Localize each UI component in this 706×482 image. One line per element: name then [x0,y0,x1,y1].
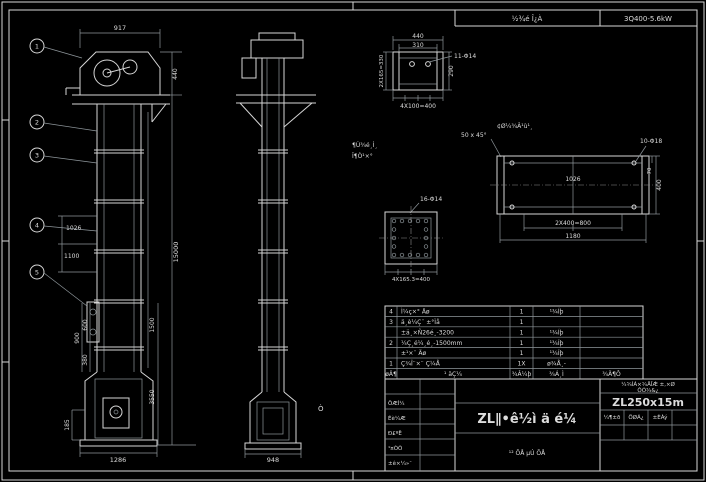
side-shaft-flanges [258,149,288,351]
title-cell: ±ÈÀý [653,413,668,421]
sign-row-label: Ð£ºË [388,430,402,437]
spec-line-2: ÔÓ¾&¿ [637,387,658,394]
balloon-1: 1 [35,43,39,51]
bom-cell-name: Ç¾Î¨×¨ Ç¼Å [401,361,441,368]
bom-row: 1 Ç¾Î¨×¨ Ç¼Å 1X ø¾Å¸- [389,361,566,368]
dim-beam-pitch: 2X400=800 [555,220,591,227]
bom-row: ±ä¸×Ñ26é¸-3200 1 ¹¾Íþ [401,329,564,336]
spec-line-1: ¼¾ÍÁ×¾ÅÎǼ ±,×Ø [621,380,675,388]
channel-detail: 440 310 11-Φ14 2X165=330 290 4X100=400 [379,33,476,110]
hole-callout-16-14: 16-Φ14 [420,196,442,203]
bom-cell-no: 3 [389,319,393,326]
dim-total-height: 15000 [172,242,180,263]
side-view: 948 Ò [236,32,324,464]
bom-cell-name: ¼Ç¸é¼¸é¸-1500mm [401,340,462,347]
dim-900: 900 [74,332,81,344]
dim-channel-440: 440 [412,33,424,40]
bom-row: ±¹×¨ Äø 1 ¹¾Íþ [401,350,564,357]
dim-channel-310: 310 [412,42,424,49]
bom-cell-qty: 1 [520,329,524,336]
sign-row-label: Éè¼Æ [388,414,406,422]
bom-cell-no: 1 [389,361,393,368]
drawing-title: ZL∥•ê½ì ä é¼ [477,412,576,427]
bom-cell-name: ±¹×¨ Äø [401,350,426,357]
dim-1500: 1500 [149,317,156,332]
bom-cell-qty: 1X [518,361,526,368]
note-line-1: ¶Ù¾é¸Ì¸ [352,142,378,149]
balloon-3: 3 [35,152,39,160]
dim-side-base-width: 948 [267,456,279,464]
bom-cell-name: ±ä¸×Ñ26é¸-3200 [401,329,454,336]
sign-row-label: ÖÆÍ¼ [388,400,405,407]
balloon-2: 2 [35,119,39,127]
bom-cell-name: ä¸è¼Ç¨ ±°Ìå [401,319,440,326]
bom-header-no: øÄ¶ [385,371,397,378]
dim-head-width: 917 [114,24,126,32]
dim-3550: 3550 [149,389,156,404]
bom-cell-qty: 1 [520,350,524,357]
dim-plate-bottom: 4X165.3=400 [392,277,431,283]
bom-cell-mat: ¹¾Íþ [550,350,564,357]
dim-185: 185 [64,419,71,431]
bom-cell-qty: 1 [520,309,524,316]
bom-cell-qty: 1 [520,319,524,326]
bom-row: 2 ¼Ç¸é¼¸é¸-1500mm 1 ¹¾Íþ [389,340,563,347]
bom-cell-mat: ¹¾Íþ [550,340,564,347]
header-strip: ½¾é Î¿À 3Q400-5.6kW [454,10,697,27]
dim-1100: 1100 [64,253,79,260]
balloon-callouts: 1 2 3 4 5 [29,38,98,307]
bom-cell-mat: ¹¾Íþ [550,309,564,316]
bom-cell-mat: ¹¾Íþ [550,329,564,336]
annotation-notes: ¶Ù¾é¸Ì¸ Î¶Ò¹×° ¢Ø¼¾Â¹ù¹¸ 50 x 45° [352,123,533,160]
bom-header-mat: ¾Á¸Ì [549,371,564,378]
bom-cell-no: 2 [389,340,393,347]
header-note-left: ½¾é Î¿À [512,14,543,23]
bom-row: 4 Ì¼ç×° Äø 1 ¹¾Íþ [389,309,563,316]
hole-callout-11-14: 11-Φ14 [454,53,476,60]
note-line-2: Î¶Ò¹×° [352,153,373,160]
sheet-note: ¹² ÕÅ µÚ ÕÅ [509,450,546,457]
sign-row-label: ¹¤ÒÕ [388,445,403,452]
bom-cell-mat: ø¾Å¸- [547,361,566,368]
front-view [65,51,170,447]
header-note-right: 3Q400-5.6kW [624,15,672,23]
title-cell: ÖØÁ¿ [628,414,643,421]
bom-cell-no: 4 [389,309,393,316]
bom-table: 4 Ì¼ç×° Äø 1 ¹¾Íþ 3 ä¸è¼Ç¨ ±°Ìå 1 ±ä¸×Ñ2… [384,305,644,380]
bom-header-rem: ¾Ä¶Ô [602,371,621,378]
chamfer-note: 50 x 45° [461,132,487,139]
bom-header-name: ¹ äÇ¼ [444,371,462,378]
dim-channel-bottom: 4X100=400 [400,103,436,110]
bom-header-qty: ¾Â¼þ [512,371,532,378]
dim-base-width: 1286 [110,456,127,464]
model-number: ZL250x15m [612,396,684,409]
dim-head-height: 440 [172,68,179,80]
bom-header-row: øÄ¶ ¹ äÇ¼ ¾Â¼þ ¾Á¸Ì ¾Ä¶Ô [385,371,621,378]
title-cell: ¼¶±ð [604,415,621,421]
plate-holes [391,218,429,258]
dim-beam-flange: 70 [647,167,653,174]
dim-600: 600 [82,319,89,331]
beam-note: ¢Ø¼¾Â¹ù¹¸ [497,123,533,130]
beam-detail: 10-Φ18 1026 2X400=800 1180 400 70 [490,138,663,243]
dim-beam-length: 1180 [565,233,580,240]
balloon-4: 4 [35,222,39,230]
dim-beam-height: 400 [656,179,663,191]
dim-beam-1026: 1026 [565,176,580,183]
dim-380: 380 [82,354,89,366]
bom-cell-qty: 1 [520,340,524,347]
sign-row-label: ±ê×¼»¯ [388,460,412,467]
plate-detail: 16-Φ14 4X165.3=400 [379,196,443,283]
title-block: ÖÆÍ¼ Éè¼Æ Ð£ºË ¹¤ÒÕ ±ê×¼»¯ ZL∥•ê½ì ä é¼ … [384,378,698,472]
bom-row: 3 ä¸è¼Ç¨ ±°Ìå 1 [389,319,524,326]
bom-cell-name: Ì¼ç×° Äø [401,309,430,316]
stray-mark: Ò [318,404,324,413]
dim-channel-left: 2X165=330 [379,54,385,87]
shaft-flanges [94,149,144,351]
hole-callout-10-18: 10-Φ18 [640,138,662,145]
dim-channel-right: 290 [448,65,455,77]
balloon-5: 5 [35,269,39,277]
